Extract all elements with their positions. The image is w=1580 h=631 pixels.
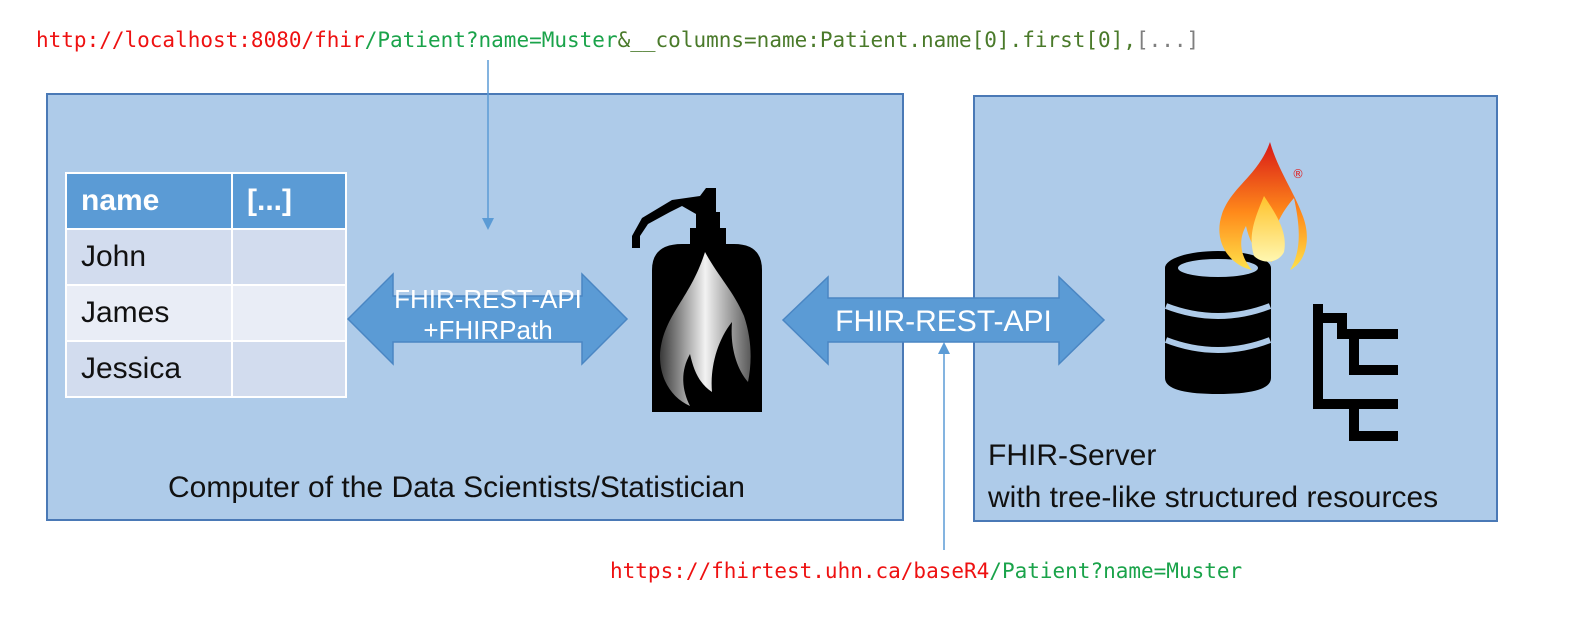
table-cell-more bbox=[231, 340, 347, 398]
table-header-more: [...] bbox=[231, 172, 347, 230]
top-url-connector bbox=[482, 60, 494, 230]
fhirpath-arrow-label-line1: FHIR-REST-API bbox=[394, 284, 582, 314]
bottom-url-query: /Patient?name=Muster bbox=[989, 559, 1243, 583]
table-row: John bbox=[65, 228, 347, 286]
fhir-server-caption-line1: FHIR-Server bbox=[988, 439, 1157, 472]
top-url-ellipsis: [...] bbox=[1135, 28, 1200, 52]
table-header-name: name bbox=[65, 172, 233, 230]
fhirpath-double-arrow bbox=[346, 272, 629, 366]
fhirpath-arrow-label: FHIR-REST-API +FHIRPath bbox=[388, 284, 588, 346]
table-cell-name: Jessica bbox=[65, 340, 233, 398]
client-computer-caption: Computer of the Data Scientists/Statisti… bbox=[168, 471, 745, 504]
result-table: name [...] John James Jessica bbox=[65, 172, 347, 398]
bottom-url-connector bbox=[938, 342, 950, 550]
table-cell-more bbox=[231, 284, 347, 342]
fire-extinguisher-icon bbox=[632, 188, 762, 412]
fhir-server-caption-line2: with tree-like structured resources bbox=[988, 481, 1439, 514]
top-request-url: http://localhost:8080/fhir/Patient?name=… bbox=[36, 30, 1199, 51]
rest-api-double-arrow bbox=[781, 275, 1106, 366]
table-row: James bbox=[65, 284, 347, 342]
fhirpath-arrow-label-line2: +FHIRPath bbox=[423, 315, 553, 346]
table-header-row: name [...] bbox=[65, 172, 347, 230]
table-cell-name: John bbox=[65, 228, 233, 286]
database-with-flame-icon: ® bbox=[1164, 142, 1307, 394]
rest-api-arrow-label: FHIR-REST-API bbox=[835, 305, 1052, 338]
top-url-query: /Patient?name=Muster bbox=[364, 28, 618, 52]
bottom-request-url: https://fhirtest.uhn.ca/baseR4/Patient?n… bbox=[610, 561, 1242, 582]
table-row: Jessica bbox=[65, 340, 347, 398]
table-cell-more bbox=[231, 228, 347, 286]
top-url-params: &__columns=name:Patient.name[0].first[0]… bbox=[617, 28, 1136, 52]
table-cell-name: James bbox=[65, 284, 233, 342]
bottom-url-base: https://fhirtest.uhn.ca/baseR4 bbox=[610, 559, 990, 583]
tree-structure-icon bbox=[1313, 304, 1398, 441]
top-url-base: http://localhost:8080/fhir bbox=[36, 28, 365, 52]
registered-mark: ® bbox=[1292, 167, 1304, 181]
